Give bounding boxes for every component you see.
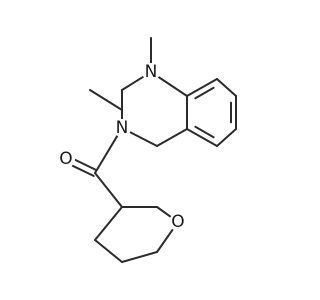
atom-n4: N <box>113 118 131 138</box>
bond-c9a-n1 <box>157 76 188 97</box>
bond-oxane-2 <box>156 206 172 218</box>
bond-arene-5 <box>186 78 218 97</box>
bond-c3-methyl <box>89 89 123 111</box>
structure-canvas: N N O O <box>57 37 237 263</box>
atom-label-layer: N N O O <box>57 62 187 232</box>
bond-oxane-4 <box>121 251 158 263</box>
bond-oxane-3 <box>156 228 174 253</box>
atom-o-ring-label: O <box>171 212 184 232</box>
bond-n4-c5 <box>129 131 158 147</box>
bond-arene-2 <box>216 128 237 147</box>
bond-arene-inner-1 <box>194 125 215 139</box>
bond-carbonyl-double-a <box>74 159 98 172</box>
bond-arene-4 <box>216 78 237 97</box>
bond-n1-c2 <box>121 75 145 91</box>
bond-arene-inner-3 <box>194 86 215 100</box>
bond-n4-carbonyl-c <box>94 134 119 174</box>
molecule-drawing: N N O O <box>57 37 237 263</box>
bond-carbonyl-c-ring <box>94 172 123 208</box>
atom-n4-label: N <box>116 118 129 138</box>
bond-oxane-6 <box>94 206 123 241</box>
atom-o-carbonyl-mask <box>57 150 75 168</box>
atom-o-carbonyl-label: O <box>59 149 72 169</box>
bond-c5-c5a <box>156 128 188 147</box>
atom-n4-mask <box>113 119 131 137</box>
bond-arene-1 <box>186 128 218 147</box>
bond-oxane-5 <box>94 239 123 263</box>
atom-o-carbonyl: O <box>57 149 75 169</box>
atom-o-ring-mask <box>169 213 187 231</box>
bond-layer <box>71 37 237 263</box>
atom-o-ring: O <box>169 212 187 232</box>
bond-carbonyl-double-b <box>71 164 95 177</box>
atom-n1: N <box>142 62 160 82</box>
atom-n1-label: N <box>145 62 158 82</box>
atom-n1-mask <box>142 63 160 81</box>
